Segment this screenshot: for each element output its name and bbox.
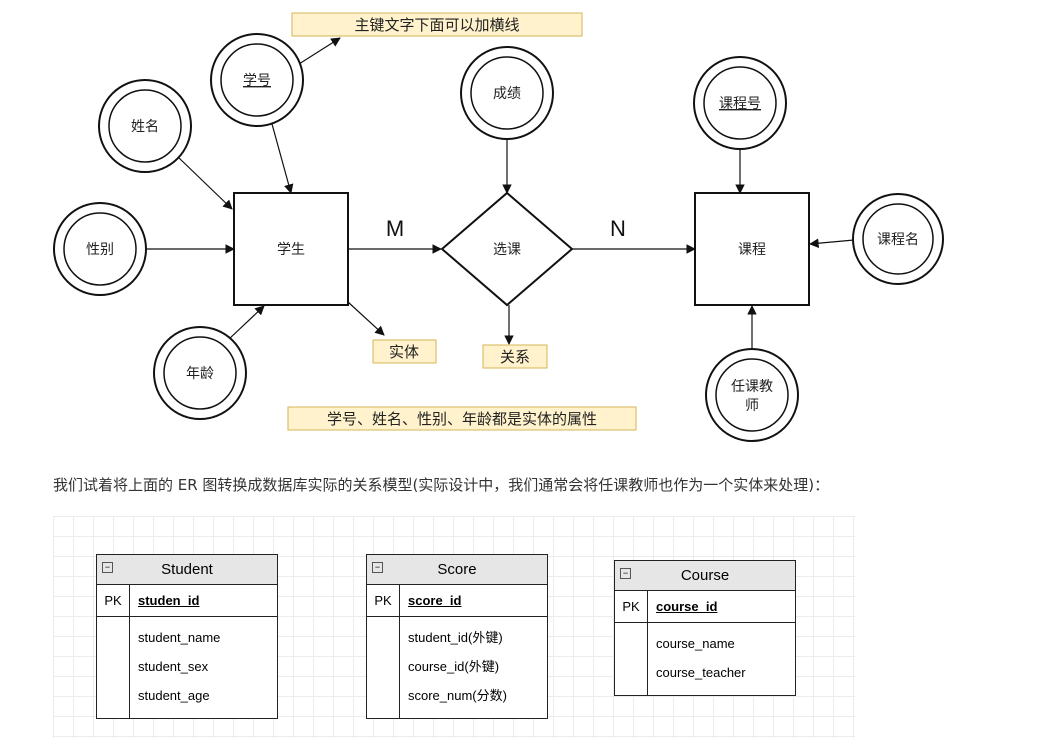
field: course_id(外键) (408, 659, 500, 674)
collapse-icon[interactable]: − (372, 562, 383, 573)
table-student: − Student PK studen_id student_name stud… (96, 554, 278, 719)
entity-student-label: 学生 (277, 242, 305, 258)
edge-cname-course (809, 238, 855, 248)
pk-label: PK (615, 591, 648, 622)
attr-score-label: 成绩 (493, 86, 521, 102)
note-attributes-text: 学号、姓名、性别、年龄都是实体的属性 (327, 410, 597, 428)
field: student_age (138, 688, 210, 703)
table-course: − Course PK course_id course_name course… (614, 560, 796, 696)
table-course-header: − Course (615, 561, 795, 591)
pk-label: PK (97, 585, 130, 616)
attr-score: 成绩 (460, 46, 554, 140)
pk-field: course_id (656, 599, 718, 614)
attr-student-id-label: 学号 (243, 73, 271, 89)
note-entity: 实体 (372, 339, 437, 364)
note-relation-text: 关系 (500, 348, 530, 366)
field: student_id(外键) (408, 630, 503, 645)
field: course_teacher (656, 665, 746, 680)
entity-course-label: 课程 (738, 242, 766, 258)
field: score_num(分数) (408, 688, 507, 703)
attr-gender: 性别 (53, 202, 147, 296)
attr-course-id: 课程号 (693, 56, 787, 150)
collapse-icon[interactable]: − (102, 562, 113, 573)
attr-age: 年龄 (153, 326, 247, 420)
relationship-label: 选课 (493, 242, 521, 258)
attr-gender-label: 性别 (86, 242, 114, 258)
attr-name-label: 姓名 (131, 119, 159, 135)
edge-age-student (227, 305, 265, 341)
attr-teacher-label-2: 师 (745, 398, 759, 414)
table-score: − Score PK score_id student_id(外键) cours… (366, 554, 548, 719)
relationship-diamond (440, 191, 574, 307)
table-course-pk-row: PK course_id (615, 591, 795, 623)
description-paragraph: 我们试着将上面的 ER 图转换成数据库实际的关系模型(实际设计中，我们通常会将任… (53, 476, 830, 494)
edge-sid-student (271, 123, 294, 194)
table-student-fields: student_name student_sex student_age (97, 617, 277, 718)
note-primary-key-text: 主键文字下面可以加横线 (354, 16, 519, 34)
collapse-icon[interactable]: − (620, 568, 631, 579)
table-student-title: Student (161, 561, 213, 578)
note-attributes: 学号、姓名、性别、年龄都是实体的属性 (287, 406, 637, 431)
note-entity-text: 实体 (389, 343, 419, 361)
attr-age-label: 年龄 (186, 366, 214, 382)
table-score-pk-row: PK score_id (367, 585, 547, 617)
note-primary-key: 主键文字下面可以加横线 (291, 12, 583, 37)
edge-sid-note (298, 37, 341, 65)
edge-entity-note (347, 301, 385, 336)
cardinality-m: M (386, 216, 404, 241)
field: student_sex (138, 659, 209, 674)
table-student-pk-row: PK studen_id (97, 585, 277, 617)
attr-name: 姓名 (98, 79, 192, 173)
cardinality-n: N (610, 216, 626, 241)
table-course-title: Course (680, 567, 730, 584)
attr-course-name: 课程名 (852, 193, 944, 285)
field: student_name (138, 630, 221, 645)
pk-field: studen_id (138, 593, 200, 608)
field: course_name (656, 636, 735, 651)
attr-teacher-label-1: 任课教 (731, 379, 773, 395)
attr-course-name-label: 课程名 (877, 232, 919, 248)
attr-student-id: 学号 (210, 33, 304, 127)
note-relation: 关系 (482, 344, 548, 369)
er-diagram: 学生 课程 选课 M N 学号 姓名 性别 年龄 成绩 课程号 课程名 (53, 12, 944, 442)
entity-student (233, 192, 349, 306)
pk-label: PK (367, 585, 400, 616)
table-score-header: − Score (367, 555, 547, 585)
pk-field: score_id (408, 593, 462, 608)
table-score-title: Score (437, 561, 477, 578)
table-student-header: − Student (97, 555, 277, 585)
table-course-fields: course_name course_teacher (615, 623, 795, 695)
edge-name-student (177, 156, 233, 210)
table-score-fields: student_id(外键) course_id(外键) score_num(分… (367, 617, 547, 718)
entity-course (694, 192, 810, 306)
attr-course-id-label: 课程号 (719, 96, 761, 112)
attr-teacher: 任课教 师 (705, 348, 799, 442)
